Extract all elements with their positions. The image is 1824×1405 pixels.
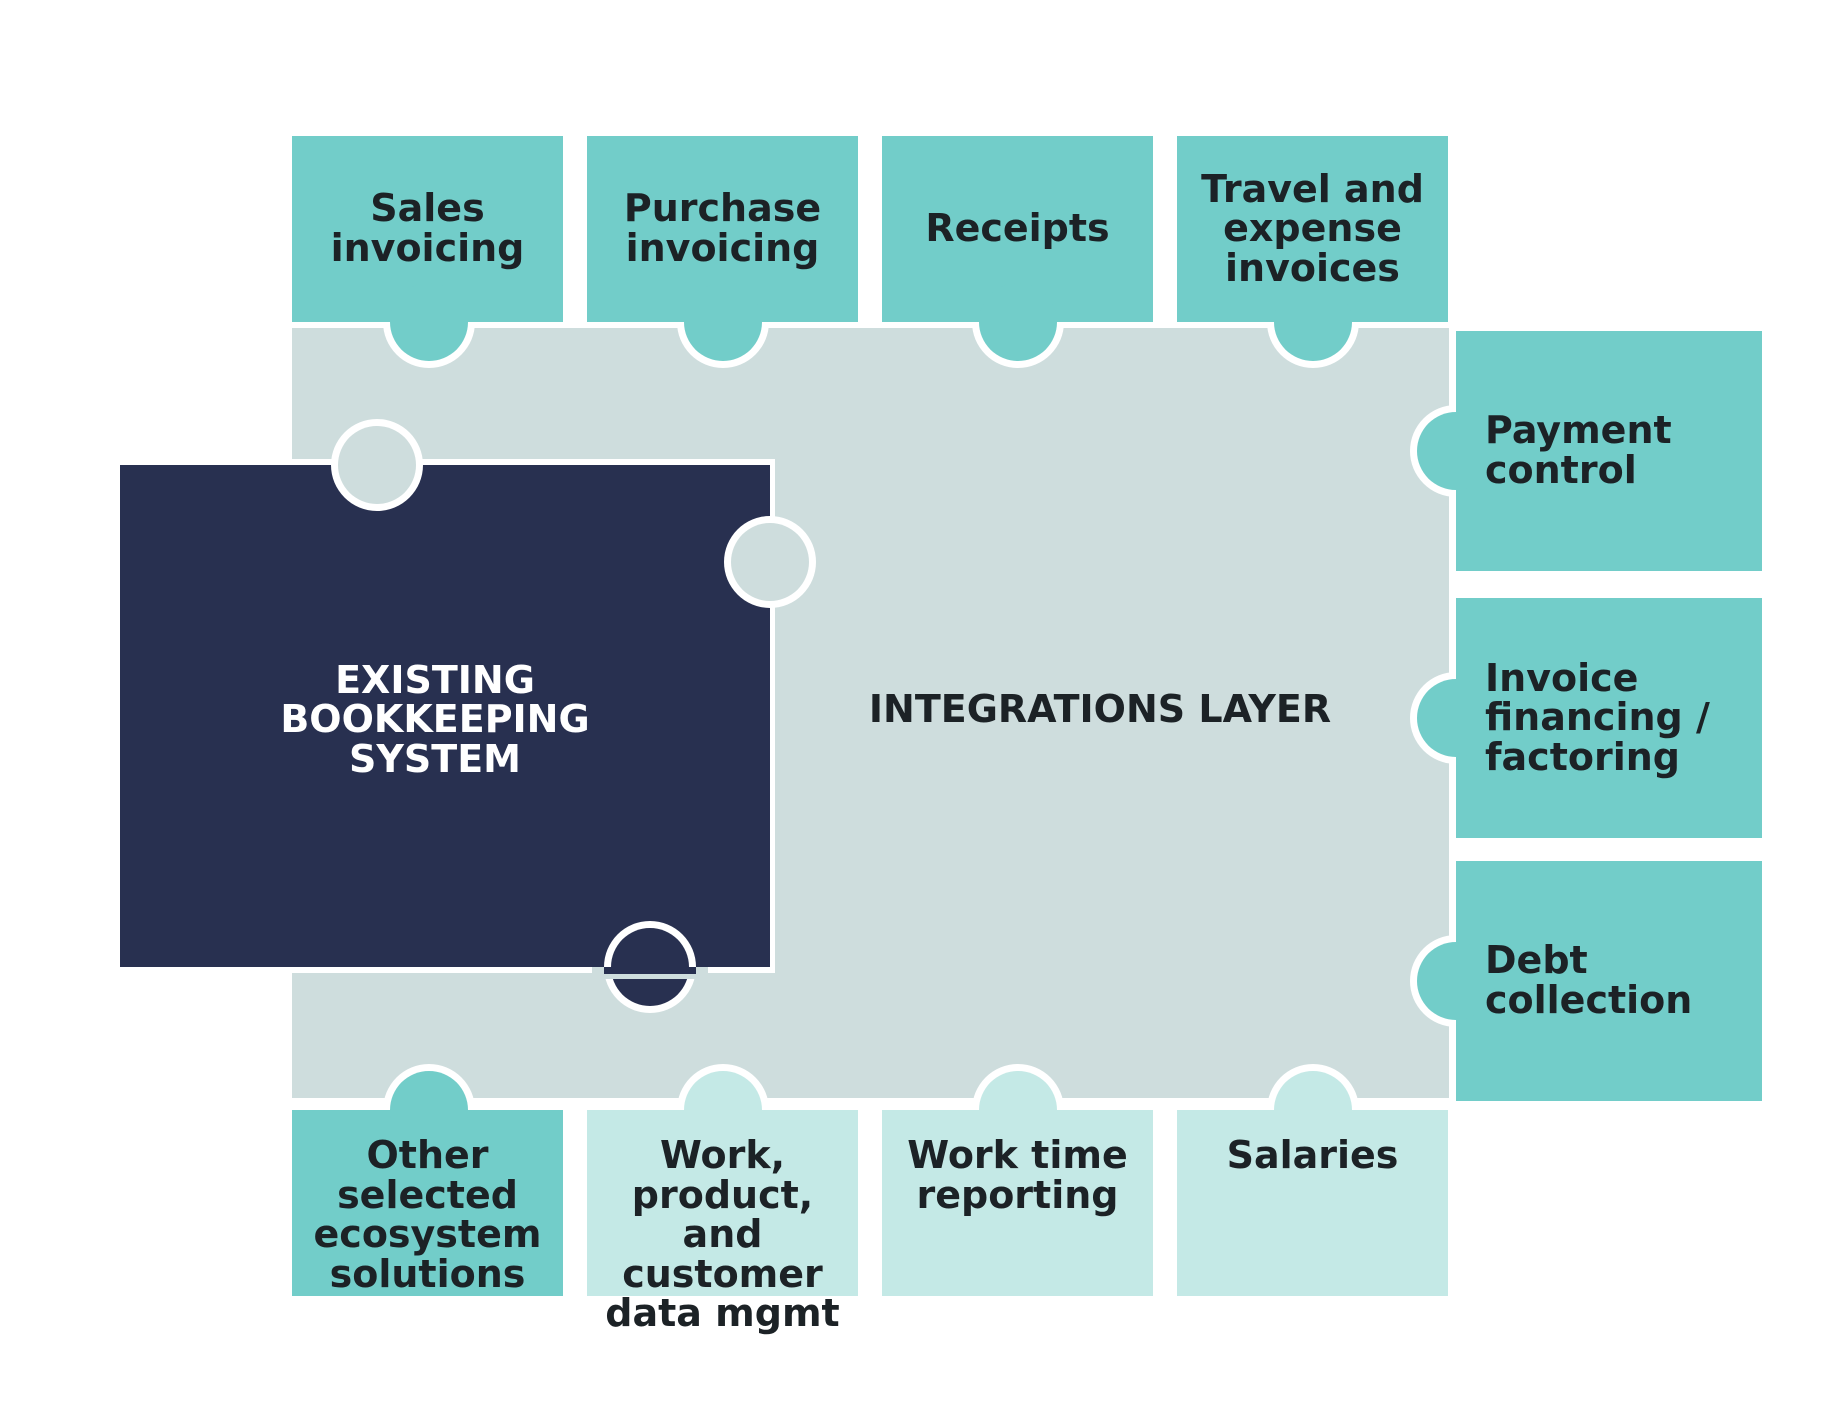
bottom-piece-work-product-data (587, 1064, 858, 1296)
top-label-purchase-invoicing: Purchase invoicing (623, 186, 822, 270)
top-label-sales-invoicing: Sales invoicing (330, 186, 525, 270)
bottom-piece-other-ecosystem (292, 1064, 563, 1296)
top-piece-travel-expense (1177, 136, 1448, 368)
bookkeeping-piece (114, 419, 816, 1013)
bookkeeping-system-label: EXISTING BOOKKEEPING SYSTEM (280, 657, 590, 781)
bottom-label-work-time: Work time reporting (907, 1133, 1128, 1217)
top-piece-purchase-invoicing (587, 136, 858, 368)
bottom-label-work-product-data: Work, product, and customer data mgmt (605, 1133, 840, 1336)
right-label-payment-control: Payment control (1485, 408, 1672, 492)
right-label-debt-collection: Debt collection (1485, 938, 1693, 1022)
top-piece-sales-invoicing (292, 136, 563, 368)
integrations-layer-label: INTEGRATIONS LAYER (868, 687, 1332, 732)
right-piece-debt-collection (1410, 861, 1762, 1101)
bottom-label-salaries: Salaries (1226, 1133, 1399, 1177)
top-label-travel-expense: Travel and expense invoices (1201, 166, 1424, 290)
right-piece-invoice-financing (1410, 598, 1762, 838)
top-label-receipts: Receipts (925, 206, 1110, 251)
right-piece-payment-control (1410, 331, 1762, 571)
top-piece-receipts (882, 136, 1153, 368)
bottom-label-other-ecosystem: Other selected ecosystem solutions (313, 1133, 542, 1296)
bottom-piece-salaries (1177, 1064, 1448, 1296)
right-label-invoice-financing: Invoice financing / factoring (1485, 655, 1710, 779)
bottom-piece-work-time (882, 1064, 1153, 1296)
